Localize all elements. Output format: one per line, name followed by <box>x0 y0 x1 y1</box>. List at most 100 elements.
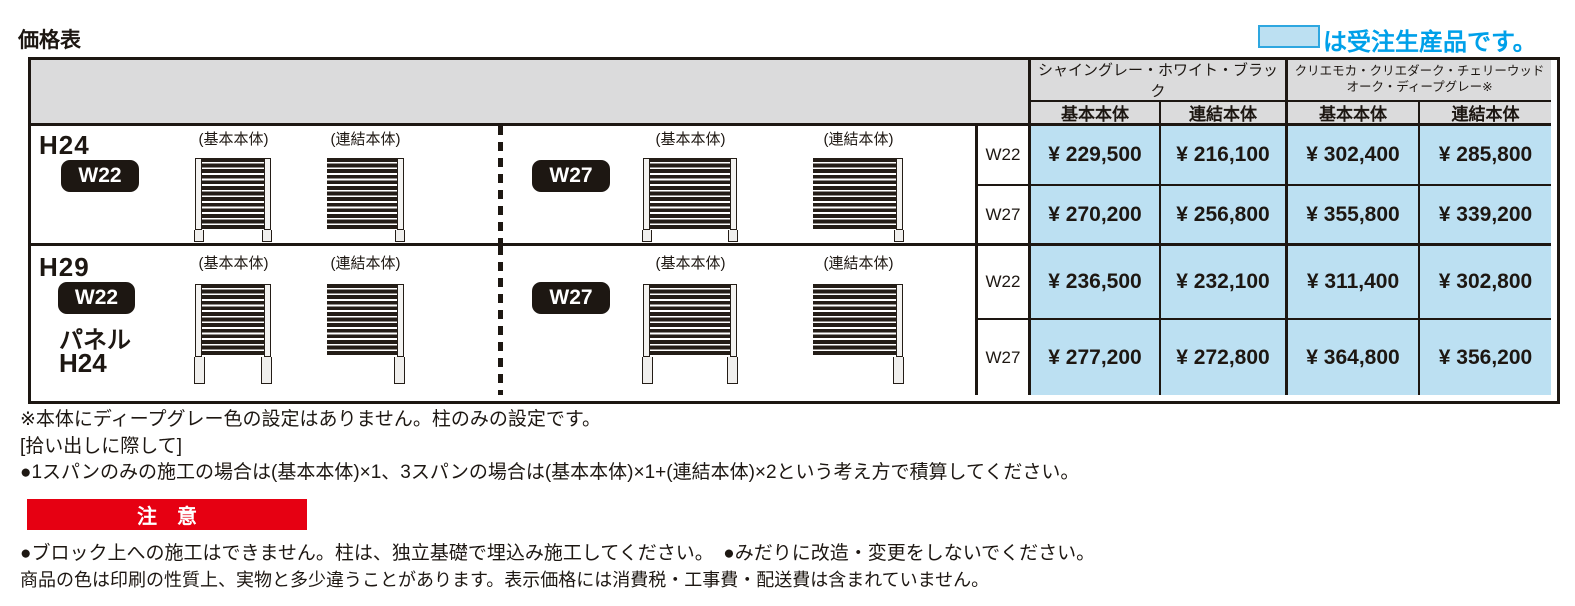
price-cell: ¥ 272,800 <box>1176 345 1270 369</box>
panel-label-linked: (連結本体) <box>330 131 401 148</box>
fence-panel-basic-drawing <box>194 158 272 242</box>
louver-slats <box>643 158 737 230</box>
louver-slats <box>195 158 271 230</box>
width-badge-w22: W22 <box>61 160 139 192</box>
table-line <box>1159 100 1161 395</box>
panel-label-basic: (基本本体) <box>655 131 726 148</box>
panel-label-linked: (連結本体) <box>823 131 894 148</box>
price-cell: ¥ 236,500 <box>1048 270 1142 293</box>
note-pickup-calculation: ●1スパンのみの施工の場合は(基本本体)×1、3スパンの場合は(基本本体)×1+… <box>20 462 1080 483</box>
width-badge-w27: W27 <box>532 160 610 192</box>
section-h24-label: H24 <box>39 130 90 160</box>
panel-series-size-label: H24 <box>59 348 107 378</box>
price-cell: ¥ 356,200 <box>1438 345 1533 369</box>
panel-label-linked: (連結本体) <box>330 255 401 272</box>
louver-slats <box>643 284 737 357</box>
panel-leg <box>642 357 653 384</box>
panel-rail <box>730 158 737 230</box>
subheader-group2-linked: 連結本体 <box>1451 105 1520 124</box>
column-group-2-line2: オーク・ディープグレー※ <box>1346 80 1493 94</box>
panel-leg <box>394 357 405 384</box>
price-cell: ¥ 355,800 <box>1306 202 1400 226</box>
header-background <box>31 60 1551 123</box>
price-cell: ¥ 285,800 <box>1438 143 1533 166</box>
price-cell: ¥ 302,400 <box>1306 143 1400 166</box>
panel-rail <box>896 284 903 357</box>
price-cell: ¥ 364,800 <box>1306 345 1400 369</box>
louver-slats <box>327 158 404 230</box>
made-to-order-swatch <box>1258 25 1320 48</box>
price-cell: ¥ 277,200 <box>1048 345 1142 369</box>
table-line <box>1028 60 1031 395</box>
fence-panel-linked-drawing <box>813 158 904 242</box>
caution-note-2: 商品の色は印刷の性質上、実物と多少違うことがあります。表示価格には消費税・工事費… <box>20 570 990 590</box>
fence-panel-linked-drawing <box>327 158 405 242</box>
note-color-availability: ※本体にディープグレー色の設定はありません。柱のみの設定です。 <box>20 409 601 430</box>
price-cell: ¥ 229,500 <box>1048 143 1142 166</box>
row-size-label: W27 <box>985 347 1021 367</box>
dashed-divider <box>498 246 503 395</box>
louver-slats <box>327 284 404 357</box>
panel-rail <box>643 284 650 357</box>
caution-banner: 注 意 <box>27 499 307 530</box>
column-group-1-header: シャイングレー・ホワイト・ブラック <box>1037 62 1278 100</box>
panel-leg <box>727 357 738 384</box>
panel-rail <box>643 158 650 230</box>
price-cell: ¥ 256,800 <box>1176 202 1270 226</box>
fence-panel-basic-drawing <box>642 158 738 242</box>
table-line <box>31 123 1551 126</box>
fence-panel-basic-drawing <box>194 284 272 384</box>
panel-foot <box>894 230 904 242</box>
panel-leg <box>261 357 272 384</box>
panel-foot <box>728 230 738 242</box>
table-line <box>1285 60 1288 395</box>
note-pickup-heading: [拾い出しに際して] <box>20 436 182 457</box>
panel-label-linked: (連結本体) <box>823 255 894 272</box>
panel-label-basic: (基本本体) <box>655 255 726 272</box>
panel-series-label: パネル <box>59 327 131 354</box>
louver-slats <box>813 284 903 357</box>
table-line <box>975 318 1551 320</box>
order-price-area-background <box>1031 126 1551 395</box>
panel-rail <box>397 284 404 357</box>
louver-slats <box>195 284 271 357</box>
table-line <box>975 184 1551 186</box>
table-line <box>1418 100 1420 395</box>
panel-leg <box>194 357 205 384</box>
fence-panel-basic-drawing <box>642 284 738 384</box>
panel-leg <box>893 357 904 384</box>
panel-rail <box>397 158 404 230</box>
subheader-group2-basic: 基本本体 <box>1319 105 1387 124</box>
fence-panel-linked-drawing <box>327 284 405 384</box>
caution-title: 注 意 <box>137 506 197 528</box>
width-badge-w22: W22 <box>58 282 135 314</box>
panel-foot <box>194 230 204 242</box>
column-group-2-header: クリエモカ・クリエダーク・チェリーウッド オーク・ディープグレー※ <box>1288 60 1551 100</box>
price-cell: ¥ 216,100 <box>1176 143 1270 166</box>
price-cell: ¥ 311,400 <box>1306 270 1400 293</box>
price-cell: ¥ 339,200 <box>1438 202 1533 226</box>
panel-rail <box>264 284 271 357</box>
made-to-order-legend-text: は受注生産品です。 <box>1323 29 1537 56</box>
panel-label-basic: (基本本体) <box>198 255 269 272</box>
table-line <box>1031 100 1551 102</box>
panel-rail <box>896 158 903 230</box>
panel-foot <box>642 230 652 242</box>
panel-rail <box>195 158 202 230</box>
panel-foot <box>395 230 405 242</box>
column-group-2-line1: クリエモカ・クリエダーク・チェリーウッド <box>1294 64 1545 79</box>
panel-rail <box>195 284 202 357</box>
panel-foot <box>262 230 272 242</box>
panel-rail <box>264 158 271 230</box>
caution-note-1: ●ブロック上への施工はできません。柱は、独立基礎で埋込み施工してください。 ●み… <box>20 543 1096 564</box>
width-badge-w27: W27 <box>532 282 610 314</box>
subheader-group1-basic: 基本本体 <box>1061 105 1129 124</box>
fence-panel-linked-drawing <box>813 284 904 384</box>
row-size-label: W22 <box>985 145 1021 164</box>
price-cell: ¥ 270,200 <box>1048 202 1142 226</box>
section-h29-label: H29 <box>39 252 90 282</box>
table-line <box>975 126 978 395</box>
price-table: シャイングレー・ホワイト・ブラック クリエモカ・クリエダーク・チェリーウッド オ… <box>28 57 1560 404</box>
price-cell: ¥ 232,100 <box>1176 270 1270 293</box>
